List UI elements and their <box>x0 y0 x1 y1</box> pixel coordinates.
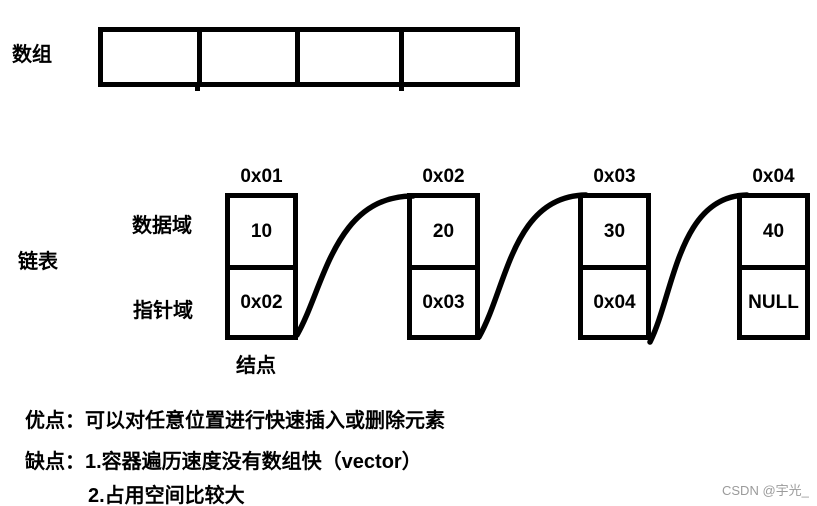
array-label: 数组 <box>12 44 52 66</box>
link-curve-3-to-4 <box>647 192 750 345</box>
array-cell <box>103 32 203 82</box>
node-pointer-value: 0x03 <box>422 291 465 313</box>
link-curve-2-to-3 <box>476 192 589 340</box>
node-pointer-value: 0x04 <box>593 291 636 313</box>
node-data-value: 20 <box>412 198 475 270</box>
array-cell <box>300 32 404 82</box>
link-curve-1-to-2 <box>294 193 416 338</box>
data-field-row-label: 数据域 <box>132 215 192 237</box>
linked-list-label: 链表 <box>18 251 58 273</box>
array-cell <box>202 32 301 82</box>
array-cell <box>404 32 515 82</box>
list-node: 40 NULL <box>737 193 810 340</box>
node-address: 0x04 <box>752 166 795 187</box>
list-node: 20 0x03 <box>407 193 480 340</box>
array-box <box>98 27 520 87</box>
node-address: 0x01 <box>240 166 283 187</box>
node-data-value: 30 <box>583 198 646 270</box>
pointer-field-row-label: 指针域 <box>133 300 193 322</box>
node-address: 0x03 <box>593 166 636 187</box>
node-pointer-value: 0x02 <box>240 291 283 313</box>
list-node: 30 0x04 <box>578 193 651 340</box>
node-caption: 结点 <box>236 355 276 377</box>
node-address: 0x02 <box>422 166 465 187</box>
node-pointer-value: NULL <box>748 291 799 313</box>
array-divider-tick <box>195 86 200 91</box>
cons-note-1: 缺点：1.容器遍历速度没有数组快（vector） <box>25 451 422 473</box>
array-divider-tick <box>399 86 404 91</box>
watermark: CSDN @宇光_ <box>722 483 809 498</box>
list-node: 10 0x02 <box>225 193 298 340</box>
pros-note: 优点：可以对任意位置进行快速插入或删除元素 <box>25 410 445 432</box>
node-data-value: 10 <box>230 198 293 270</box>
node-data-value: 40 <box>742 198 805 270</box>
cons-note-2: 2.占用空间比较大 <box>88 485 245 506</box>
